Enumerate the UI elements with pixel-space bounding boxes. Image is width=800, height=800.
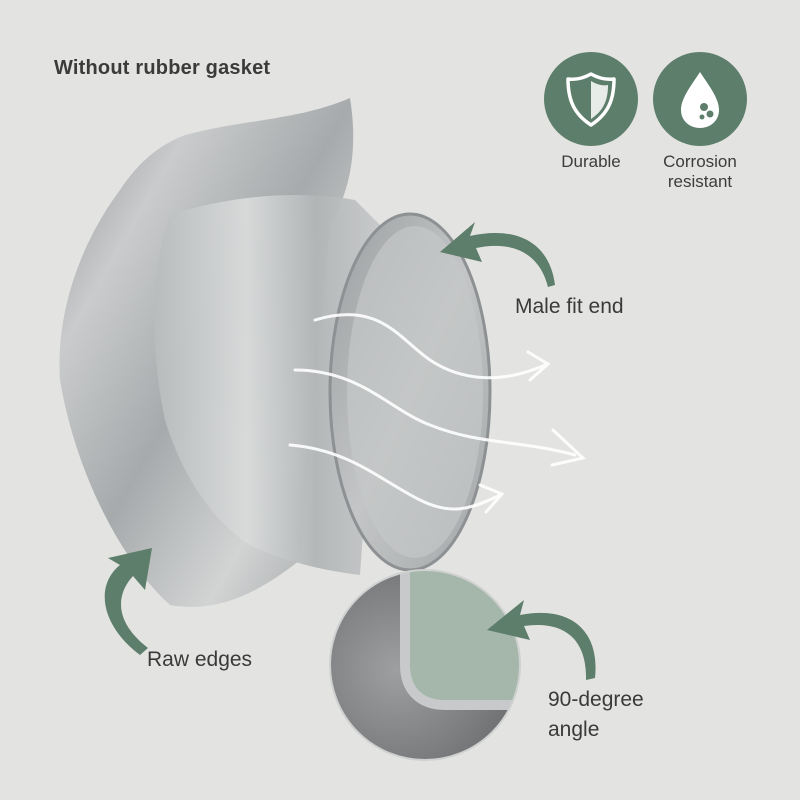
shield-icon bbox=[566, 72, 616, 127]
durable-badge bbox=[544, 52, 638, 146]
durable-label: Durable bbox=[561, 152, 621, 171]
male-fit-end-label: Male fit end bbox=[515, 295, 624, 318]
page-title: Without rubber gasket bbox=[54, 57, 271, 79]
angle-label-line2: angle bbox=[548, 718, 600, 741]
angle-label: 90-degree angle bbox=[548, 685, 644, 745]
raw-edges-label: Raw edges bbox=[147, 648, 253, 671]
corrosion-label-line1: Corrosion bbox=[663, 152, 737, 171]
corrosion-label-line2: resistant bbox=[667, 172, 733, 191]
droplet-icon bbox=[681, 72, 719, 128]
angle-label-line1: 90-degree bbox=[548, 688, 644, 711]
corrosion-badge bbox=[653, 52, 747, 146]
airflow-arrows bbox=[288, 313, 587, 514]
corrosion-label: Corrosion resistant bbox=[645, 152, 755, 192]
tube-body bbox=[154, 195, 385, 575]
angle-zoom-detail bbox=[330, 570, 520, 760]
callout-arrows bbox=[104, 222, 596, 680]
